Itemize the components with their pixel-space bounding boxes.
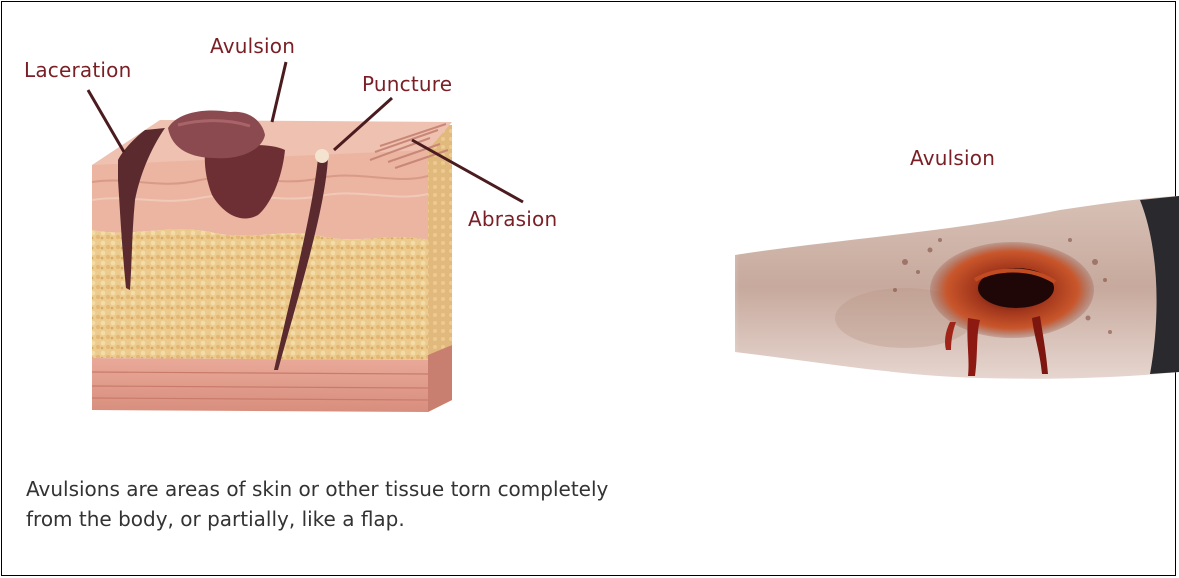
puncture-label: Puncture bbox=[362, 72, 452, 96]
photo-avulsion-label: Avulsion bbox=[910, 146, 995, 170]
abrasion-label: Abrasion bbox=[468, 207, 557, 231]
fat-layer bbox=[92, 229, 428, 360]
caption-text: Avulsions are areas of skin or other tis… bbox=[26, 474, 626, 534]
muscle-layer bbox=[92, 358, 428, 412]
arm-photo bbox=[700, 190, 1179, 390]
avulsion-label: Avulsion bbox=[210, 34, 295, 58]
skin-block-side-muscle bbox=[428, 345, 452, 412]
laceration-leader-line bbox=[88, 90, 124, 152]
avulsion-leader-line bbox=[272, 62, 286, 122]
laceration-label: Laceration bbox=[24, 58, 132, 82]
